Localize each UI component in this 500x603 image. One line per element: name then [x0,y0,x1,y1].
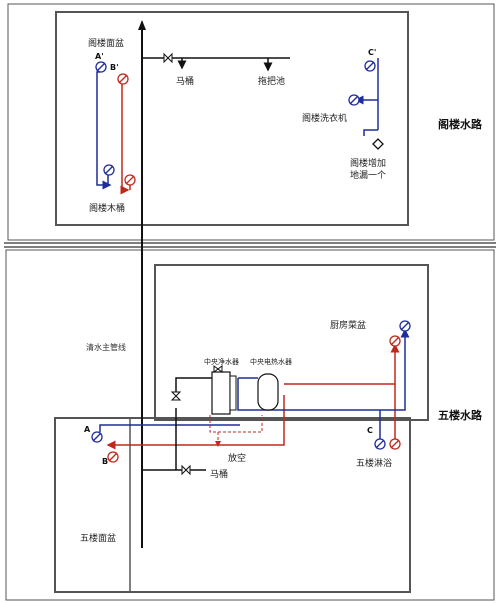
attic-tap-b-hot-icon [117,73,129,85]
attic-tap-c-icon [364,60,376,72]
fifth-tap-c-letter: C [367,426,373,435]
heater-label: 中央电热水器 [250,357,292,366]
fifth-toilet-valve-icon [181,464,191,476]
main-line-arrow [138,20,146,30]
fifth-drain-dashed [209,415,263,433]
attic-washer-tap-icon [348,94,360,106]
fifth-supply-to-purifier [175,377,212,400]
fifth-tap-b-letter: B [102,457,108,466]
fifth-toilet-label: 马桶 [210,468,228,480]
fifth-cold-kitchen [237,328,410,411]
attic-drain-branch [363,129,378,136]
attic-tub-hot-tap-icon [124,174,136,186]
shower-label: 五楼淋浴 [356,457,392,469]
attic-tub-label: 阁楼木桶 [89,202,125,214]
attic-hot-pipe [120,82,130,195]
fifth-hot-basin-line [106,395,285,450]
purifier-icon [211,371,237,415]
fifth-section-label: 五楼水路 [438,408,483,422]
attic-basin-label: 阁楼面盆 [88,37,124,49]
kitchen-label: 厨房菜盆 [330,319,366,331]
attic-section [7,3,495,241]
fifth-outer-wall [5,249,495,601]
attic-tap-a-cold-icon [95,61,107,73]
attic-outer-wall [7,3,495,241]
attic-section-label: 阁楼水路 [438,117,483,131]
attic-tap-c-letter: C' [368,48,376,57]
supply-valve-icon [170,391,182,401]
purifier-valve-icon [213,365,223,373]
fifth-floor-section [5,249,495,601]
fifth-cold-basin [99,424,240,432]
water-heater-icon [257,373,279,411]
attic-drain-icon [372,138,384,150]
fifth-tap-a-icon [91,431,103,443]
attic-tub-cold-tap-icon [103,164,115,176]
purifier-label: 中央净水器 [204,357,239,366]
kitchen-room-wall [154,264,429,421]
kitchen-hot-tap-icon [389,335,401,347]
fifth-basin-label: 五楼面盆 [80,532,116,544]
bathroom-wall [54,417,131,593]
fifth-hot-main [284,343,400,385]
main-line-label: 清水主管线 [86,342,126,352]
attic-drain-note-line1: 阁楼增加 [350,157,386,169]
attic-tap-b-letter: B' [110,63,119,72]
shower-cold-tap-icon [374,438,386,450]
attic-inner-wall [55,11,409,226]
shower-hot-tap-icon [389,438,401,450]
attic-tap-a-letter: A' [95,52,104,61]
attic-toilet-label: 马桶 [176,75,194,87]
fifth-tap-a-letter: A [84,425,91,434]
attic-drain-note-line2: 地漏一个 [350,169,386,181]
drain-label: 放空 [228,452,246,464]
attic-toilet-valve-icon [163,52,184,64]
fifth-inner-wall [54,417,411,593]
fifth-tap-b-icon [107,451,119,463]
kitchen-cold-tap-icon [399,320,411,332]
attic-washer-label: 阁楼洗衣机 [302,112,347,124]
attic-mop-sink-label: 拖把池 [258,75,285,87]
